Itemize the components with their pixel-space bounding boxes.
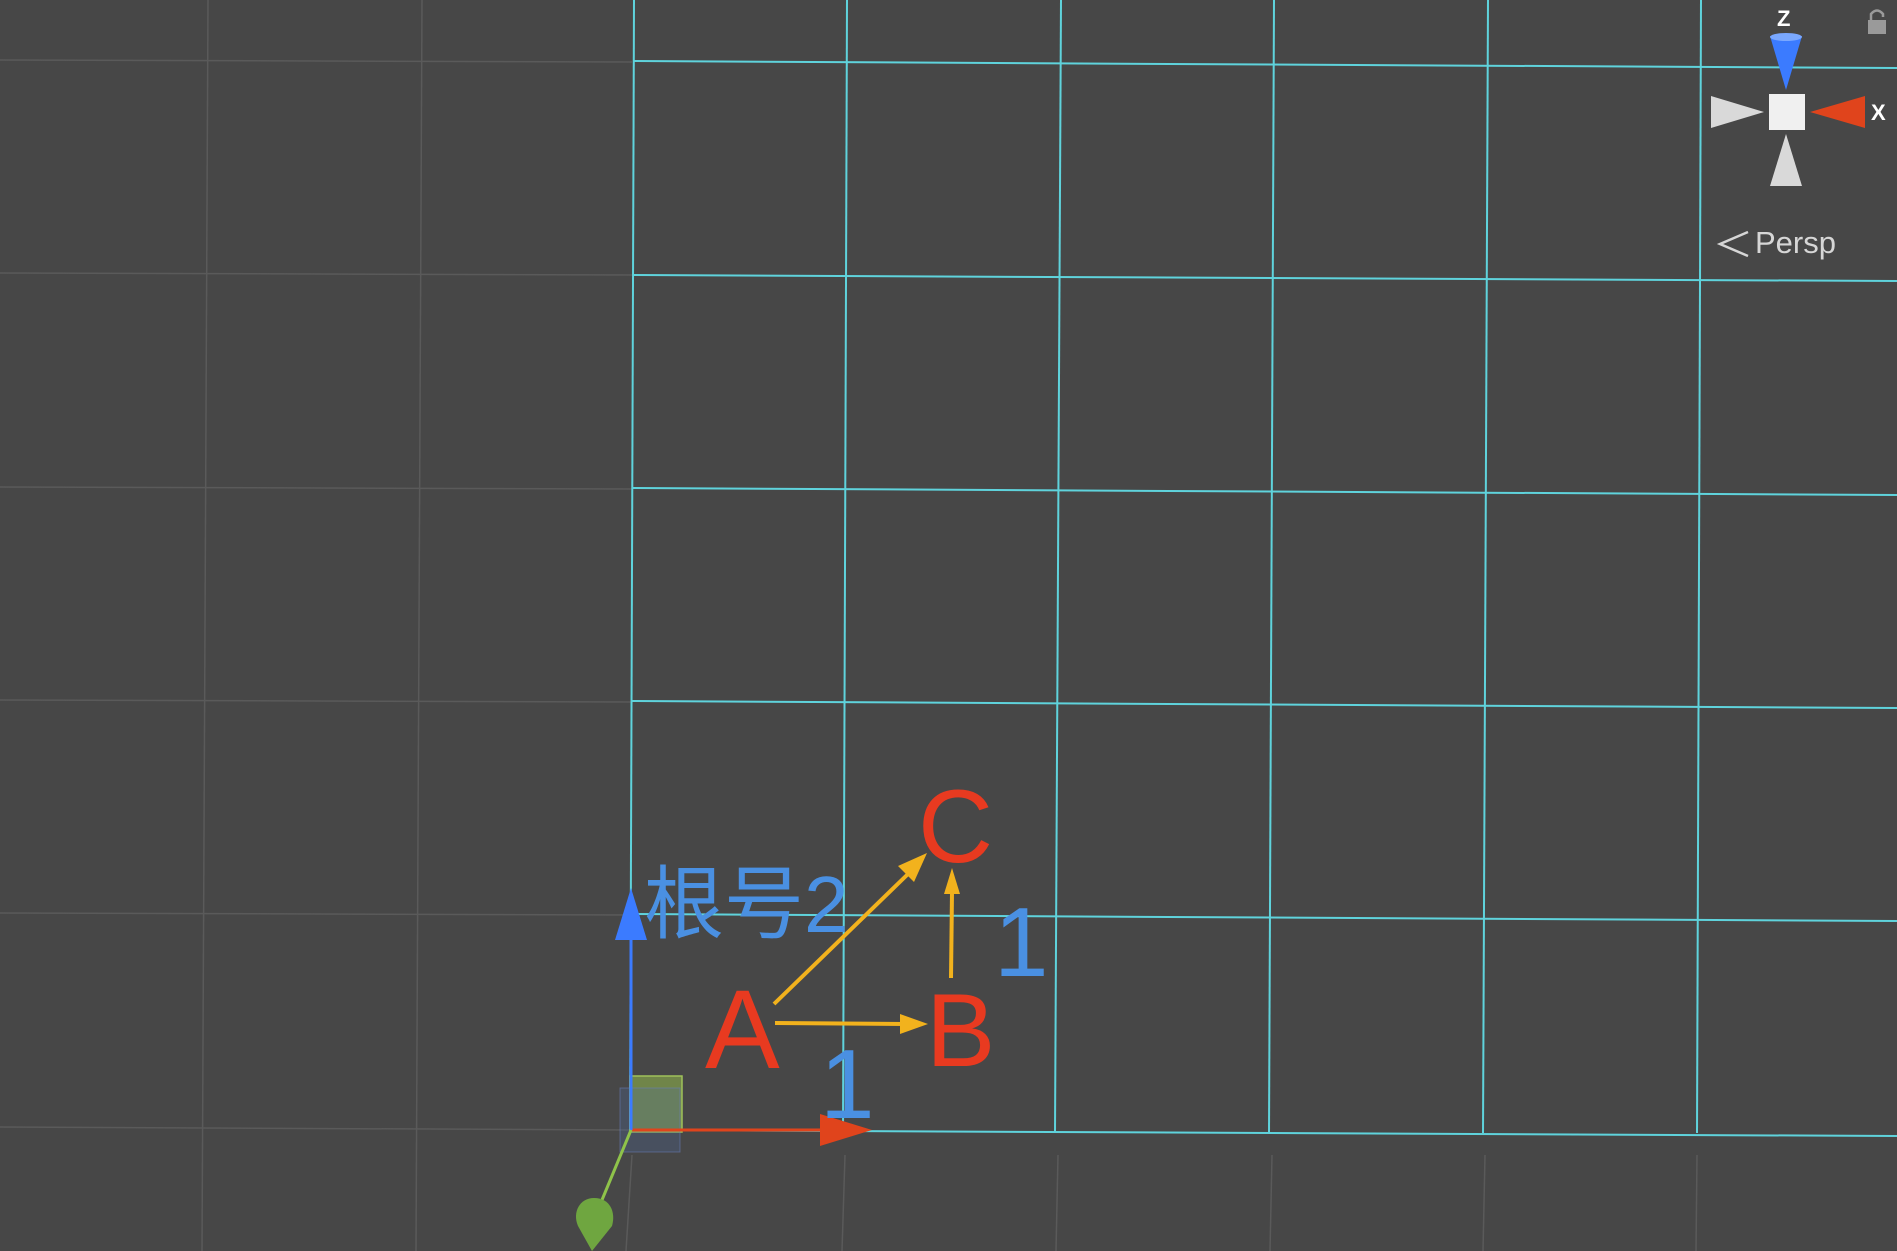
neg-z-axis-cone[interactable] (1770, 134, 1802, 186)
lock-icon-body (1868, 20, 1886, 34)
z-axis-cone-base (1770, 33, 1802, 41)
point-b-label: B (926, 973, 995, 1089)
vector-ab (774, 1021, 906, 1026)
gizmo-y-handle[interactable] (575, 1198, 614, 1251)
vector-bc (949, 891, 954, 979)
bc-length-label: 1 (994, 887, 1049, 997)
transform-gizmo[interactable] (575, 888, 872, 1251)
neg-x-axis-cone[interactable] (1711, 96, 1764, 128)
gizmo-y-axis[interactable] (595, 1129, 633, 1213)
point-a-label: A (705, 967, 780, 1092)
vector-ab-arrowhead (900, 1014, 928, 1034)
projection-toggle[interactable]: Persp (1716, 225, 1836, 260)
floor-grid (0, 0, 1698, 1251)
gizmo-plane-handle[interactable] (629, 1075, 683, 1133)
gizmo-plane-handle-shadow (619, 1087, 681, 1153)
vector-ac-arrowhead (898, 853, 927, 882)
x-axis-cone[interactable] (1810, 96, 1865, 128)
point-c-label: C (918, 769, 993, 885)
vector-bc-arrowhead (944, 868, 960, 894)
lock-icon-shackle (1869, 9, 1885, 20)
object-grid (629, 0, 1897, 1137)
annotations: A B C 1 1 根号2 (644, 769, 1049, 1139)
ab-length-label: 1 (820, 1029, 875, 1139)
vector-ac (772, 872, 910, 1006)
z-axis-label: Z (1777, 6, 1790, 31)
gizmo-x-arrow[interactable] (820, 1114, 872, 1146)
center-cube[interactable] (1769, 94, 1805, 130)
lock-icon[interactable] (1868, 9, 1886, 35)
x-axis-label: X (1871, 100, 1886, 125)
z-axis-cone[interactable] (1770, 36, 1802, 90)
chevron-left-icon (1716, 230, 1749, 258)
projection-label: Persp (1755, 225, 1836, 260)
gizmo-z-arrow[interactable] (615, 888, 647, 940)
orientation-gizmo[interactable]: Z X (1711, 6, 1886, 186)
ac-length-label: 根号2 (644, 860, 849, 949)
vectors (772, 853, 960, 1034)
